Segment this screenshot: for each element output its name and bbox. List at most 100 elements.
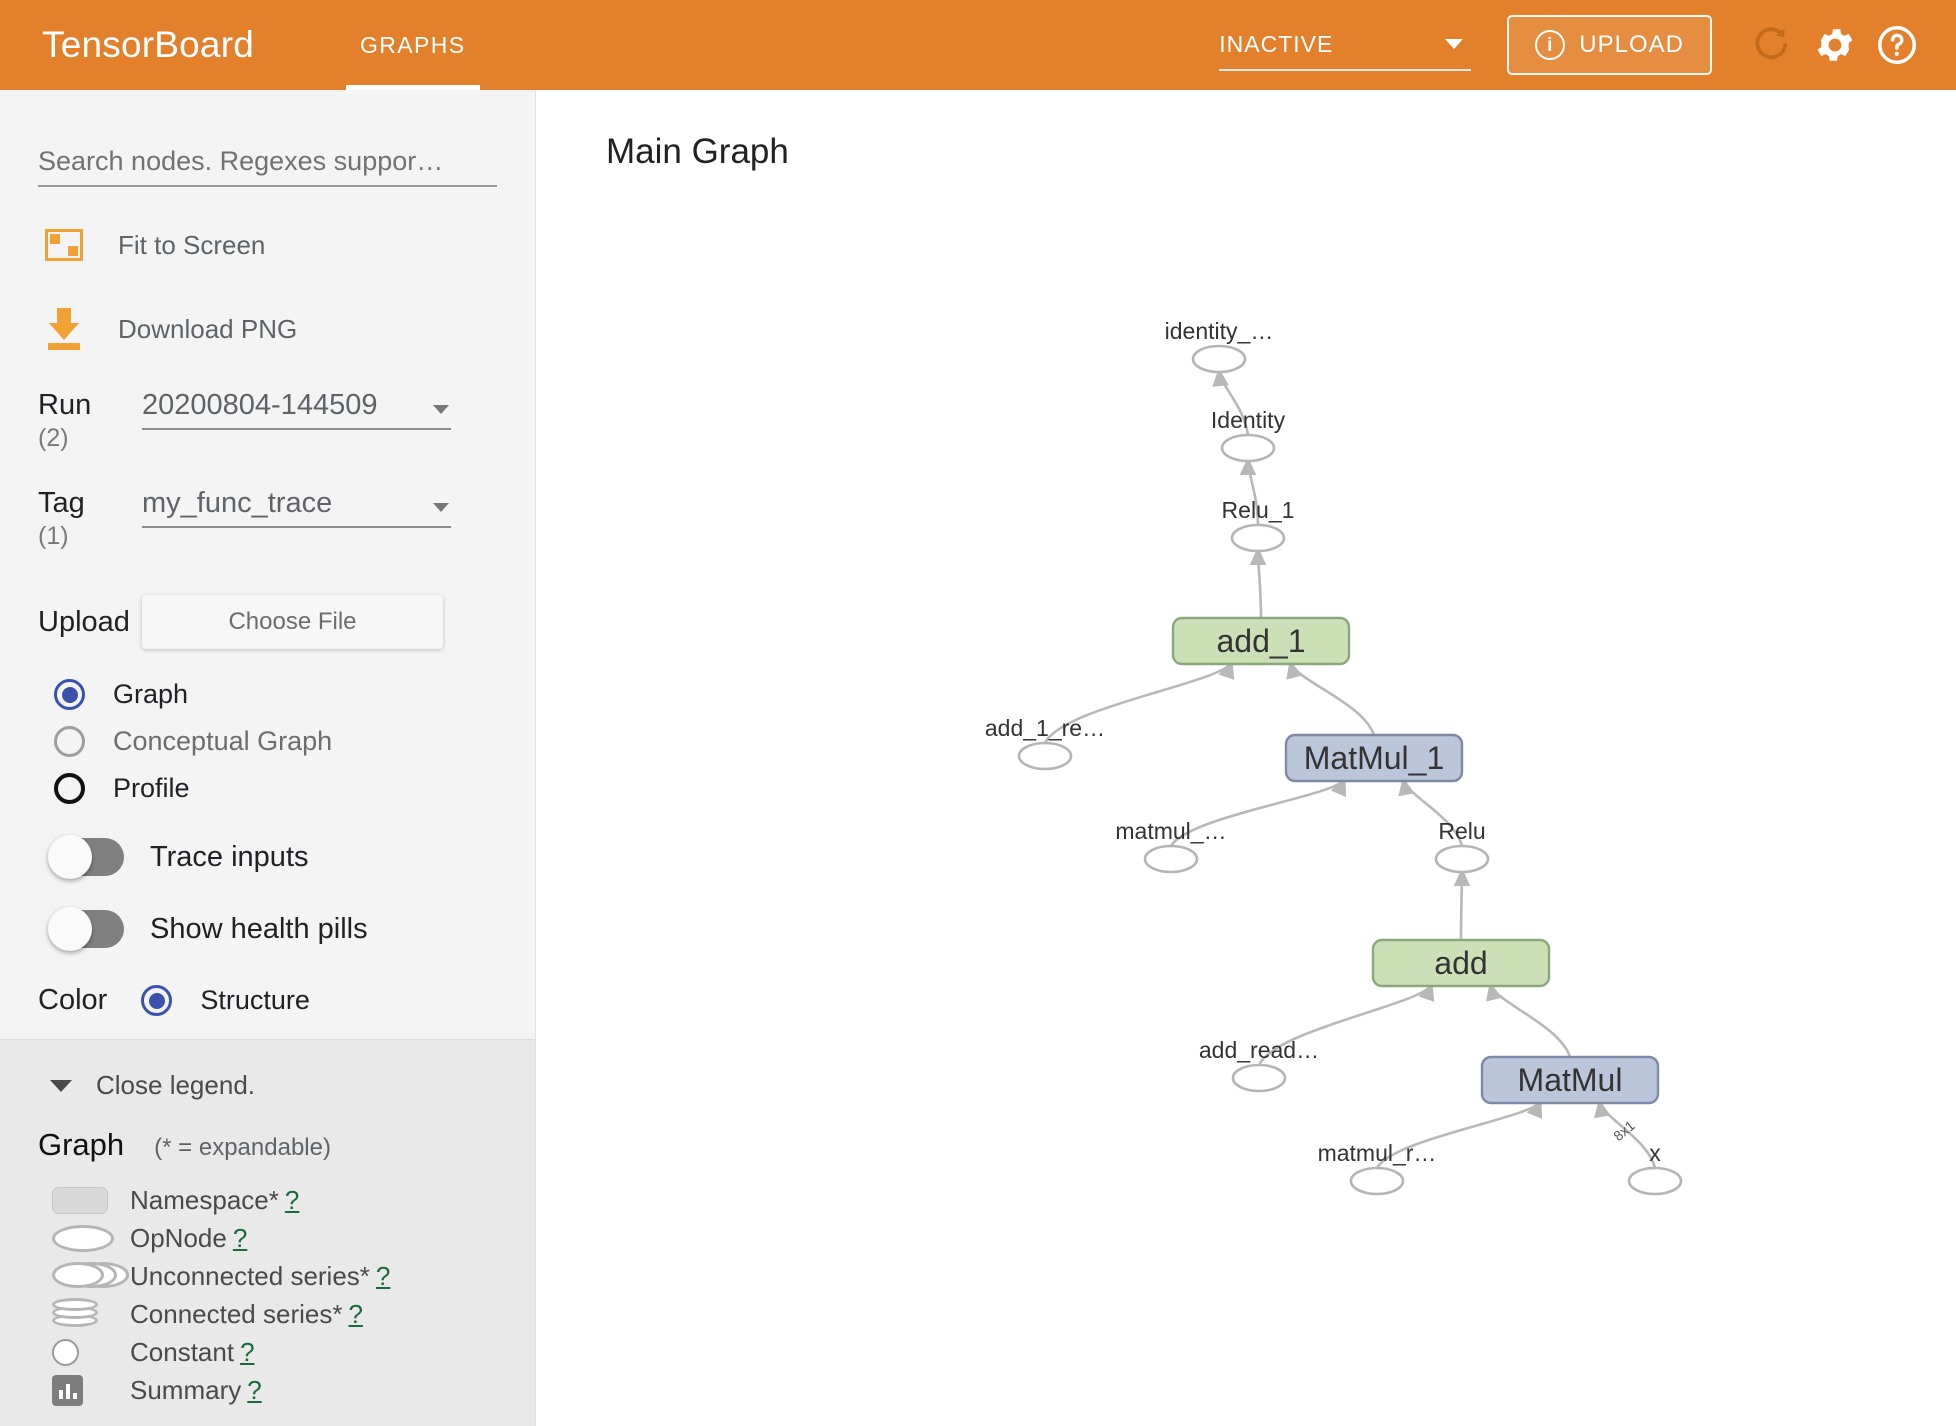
left-sidebar: Fit to Screen Download PNG Run (2) 20200… — [0, 90, 536, 1426]
radio-option-profile[interactable]: Profile — [38, 773, 497, 804]
app-brand-title: TensorBoard — [42, 24, 254, 65]
inactive-mode-dropdown[interactable]: INACTIVE — [1219, 19, 1472, 71]
legend-item-connected-series: Connected series* ? — [38, 1295, 497, 1333]
info-circle-icon: i — [1535, 30, 1566, 60]
node-label: matmul_… — [1115, 818, 1226, 844]
toggle-switch-trace-inputs — [48, 835, 124, 879]
toggle-trace-inputs[interactable]: Trace inputs — [38, 835, 497, 879]
graph-node-Relu_1[interactable]: Relu_1 — [1222, 497, 1295, 553]
tab-graphs[interactable]: GRAPHS — [346, 0, 480, 90]
graph-edge — [1594, 1098, 1657, 1169]
graph-edge — [1043, 660, 1235, 744]
graph-node-MatMul_1[interactable]: MatMul_1 — [1284, 733, 1464, 783]
graph-node-add_read[interactable]: add_read… — [1199, 1037, 1319, 1093]
summary-icon — [38, 1374, 130, 1406]
color-mode-row: Color Structure — [38, 984, 497, 1039]
chevron-down-icon — [1445, 39, 1464, 49]
legend-item-opnode: OpNode ? — [38, 1219, 497, 1257]
opnode-icon — [38, 1224, 130, 1252]
fit-to-screen-button[interactable]: Fit to Screen — [38, 219, 497, 271]
namespace-icon — [38, 1186, 130, 1214]
toggle-show-health-pills[interactable]: Show health pills — [38, 907, 497, 951]
radio-indicator-structure[interactable] — [141, 985, 173, 1016]
help-link-connected-series[interactable]: ? — [348, 1298, 363, 1329]
upload-button[interactable]: i UPLOAD — [1507, 15, 1712, 75]
graph-title: Main Graph — [606, 132, 789, 171]
graph-node-matmul_read1[interactable]: matmul_… — [1115, 818, 1227, 874]
graph-node-add_1_read[interactable]: add_1_re… — [985, 715, 1105, 771]
graph-node-identity_out[interactable]: identity_… — [1165, 318, 1274, 374]
upload-label: Upload — [38, 605, 130, 638]
node-label: identity_… — [1165, 318, 1274, 344]
refresh-icon[interactable] — [1742, 14, 1804, 76]
radio-option-conceptual-graph[interactable]: Conceptual Graph — [38, 726, 497, 757]
help-circle-icon[interactable] — [1866, 14, 1928, 76]
legend-title: Graph — [38, 1127, 125, 1162]
unconnected-series-icon — [38, 1261, 130, 1291]
radio-indicator-graph — [54, 679, 85, 710]
choose-file-button[interactable]: Choose File — [142, 595, 443, 649]
run-dropdown[interactable]: 20200804-144509 — [142, 389, 451, 430]
tag-dropdown[interactable]: my_func_trace — [142, 487, 451, 528]
legend-label-namespace: Namespace* — [130, 1184, 279, 1215]
chevron-down-icon — [50, 1079, 72, 1092]
graph-svg[interactable]: 8x1 identity_…IdentityRelu_1add_1add_1_r… — [537, 90, 1956, 1426]
node-shape — [1480, 1055, 1660, 1105]
tab-graphs-label: GRAPHS — [360, 31, 466, 58]
inactive-mode-value: INACTIVE — [1219, 30, 1334, 57]
tag-value: my_func_trace — [142, 487, 333, 519]
graph-node-Identity[interactable]: Identity — [1211, 407, 1286, 463]
node-label: add_1_re… — [985, 715, 1105, 741]
graph-edge — [1169, 777, 1346, 847]
sidebar-controls: Fit to Screen Download PNG Run (2) 20200… — [0, 146, 535, 1039]
graph-edge — [1257, 982, 1435, 1066]
gear-icon[interactable] — [1804, 14, 1866, 76]
graph-node-Relu[interactable]: Relu — [1434, 818, 1490, 874]
close-legend-button[interactable]: Close legend. — [38, 1070, 497, 1101]
constant-icon — [38, 1338, 130, 1366]
graph-node-MatMul[interactable]: MatMul — [1480, 1055, 1660, 1105]
radio-indicator-conceptual-graph — [54, 726, 85, 757]
graph-edge — [1398, 776, 1464, 847]
graph-node-add[interactable]: add — [1371, 938, 1551, 988]
node-label: Identity — [1211, 407, 1286, 433]
node-shape — [1284, 733, 1464, 783]
radio-label-conceptual-graph: Conceptual Graph — [113, 726, 333, 756]
node-label: matmul_r… — [1318, 1140, 1437, 1166]
help-link-summary[interactable]: ? — [247, 1374, 262, 1405]
node-shape — [1434, 844, 1490, 874]
run-label: Run — [38, 389, 92, 421]
graph-node-x[interactable]: x — [1627, 1140, 1683, 1196]
tag-label: Tag — [38, 487, 85, 519]
upload-button-label: UPLOAD — [1579, 31, 1684, 58]
search-input[interactable] — [38, 146, 497, 177]
legend-items: Namespace* ? OpNode ? Unconnected series… — [38, 1181, 497, 1409]
legend-note: (* = expandable) — [154, 1134, 331, 1161]
node-shape — [1017, 741, 1073, 771]
help-link-namespace[interactable]: ? — [284, 1184, 300, 1215]
node-label: MatMul_1 — [1304, 740, 1445, 776]
node-label: add — [1434, 945, 1487, 981]
radio-indicator-profile — [54, 773, 85, 804]
graph-node-add_1[interactable]: add_1 — [1171, 616, 1351, 666]
legend-label-connected-series: Connected series* — [130, 1298, 343, 1329]
node-label: x — [1649, 1140, 1661, 1166]
graph-edge — [1375, 1099, 1543, 1169]
connected-series-icon — [38, 1298, 130, 1330]
top-app-bar: TensorBoard GRAPHS INACTIVE i UPLOAD — [0, 0, 1956, 90]
radio-label-structure: Structure — [200, 985, 310, 1015]
help-link-unconnected-series[interactable]: ? — [375, 1260, 391, 1291]
radio-option-graph[interactable]: Graph — [38, 679, 497, 710]
help-link-opnode[interactable]: ? — [232, 1222, 248, 1253]
choose-file-label: Choose File — [228, 608, 357, 635]
help-link-constant[interactable]: ? — [240, 1336, 255, 1367]
node-label: MatMul — [1518, 1062, 1623, 1098]
graph-edge — [1453, 867, 1471, 941]
graph-node-matmul_read[interactable]: matmul_r… — [1318, 1140, 1437, 1196]
node-label: Relu_1 — [1222, 497, 1295, 523]
download-png-button[interactable]: Download PNG — [38, 303, 497, 355]
node-shape — [1371, 938, 1551, 988]
color-label: Color — [38, 984, 108, 1016]
